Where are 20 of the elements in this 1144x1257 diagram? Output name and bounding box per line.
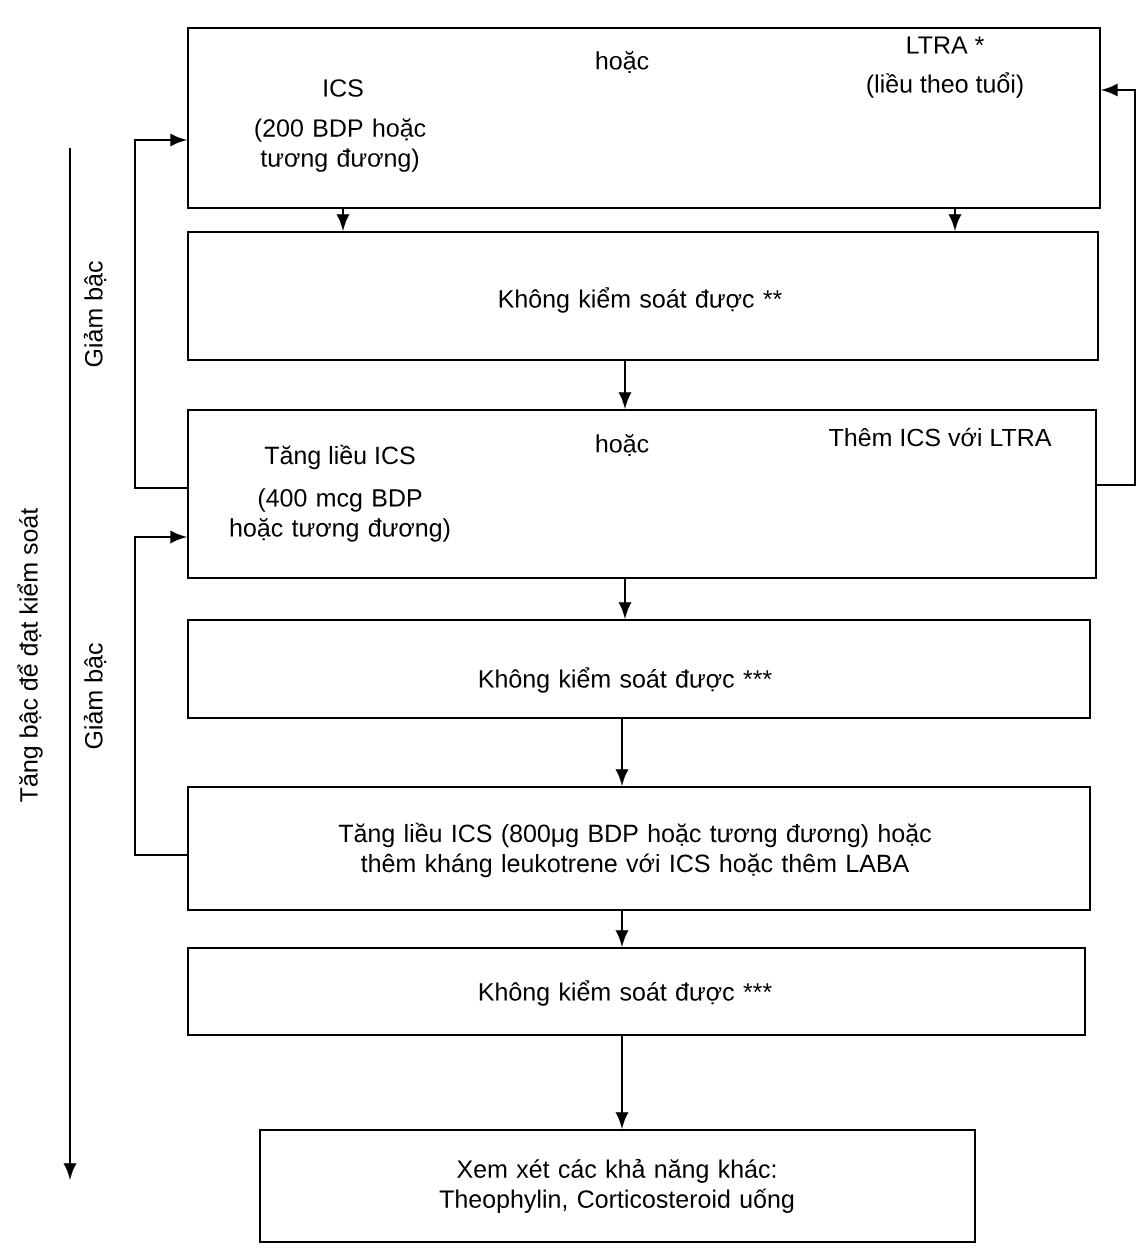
step-box: Xem xét các khả năng khác: Theophylin, Corticosteroid uống [259, 1129, 976, 1243]
side-label: Tăng bậc để đạt kiểm soát [17, 507, 43, 802]
edge-label: Giảm bậc [82, 258, 108, 370]
edge-label: Giảm bậc [82, 640, 108, 752]
step-box: Tăng liều ICS (800μg BDP hoặc tương đương) hoặc thêm kháng leukotrene với ICS hoặc thêm LABA [187, 786, 1091, 911]
arrow [1096, 84, 1136, 486]
step-box: Không kiểm soát được ** [187, 231, 1099, 361]
step-box: Tăng liều ICS (400 mcg BDP hoặc tương đương) hoặc Thêm ICS với LTRA [187, 409, 1097, 579]
arrow [616, 718, 628, 784]
arrow [949, 208, 961, 229]
arrow [616, 910, 628, 945]
arrow [134, 531, 188, 856]
arrow [619, 360, 631, 407]
arrow [616, 1035, 628, 1127]
step-box: Không kiểm soát được *** [187, 619, 1091, 719]
step-box: Không kiểm soát được *** [187, 947, 1086, 1036]
arrow [337, 208, 349, 229]
step-box: ICS (200 BDP hoặc tương đương) hoặc LTRA * (liều theo tuổi) [187, 27, 1101, 209]
arrow [134, 134, 188, 489]
arrow [619, 578, 631, 617]
